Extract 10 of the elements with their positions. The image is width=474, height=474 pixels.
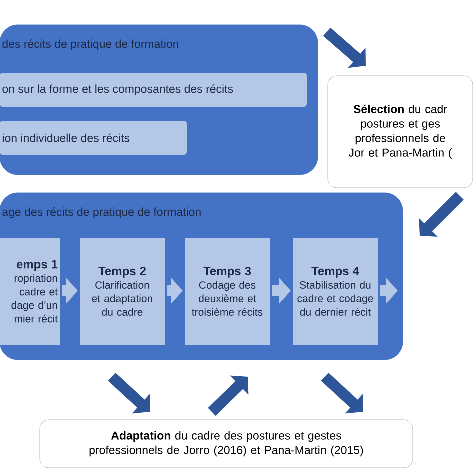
result-box: Sélection du cadr postures et ges professionnels de Jor et Pana-Martin ( <box>328 76 474 188</box>
arrow <box>419 192 464 237</box>
step-box: Temps 4 Stabilisation du cadre et codage du dernier récit <box>293 238 378 345</box>
step-box: Temps 3 Codage des deuxième et troisième récits <box>185 238 270 345</box>
result-box: Adaptation du cadre des postures et gestes professionnels de Jorro (2016) et Pana-Martin (2015) <box>40 420 414 468</box>
step-box: ion individuelle des récits <box>0 121 187 155</box>
step-box: on sur la forme et les composantes des récits <box>0 73 307 107</box>
step-box: Temps 2 Clarification et adaptation du cadre <box>80 238 165 345</box>
arrow <box>208 376 249 416</box>
step-box: emps 1 ropriation cadre et dage d’un mier récit <box>0 238 60 345</box>
